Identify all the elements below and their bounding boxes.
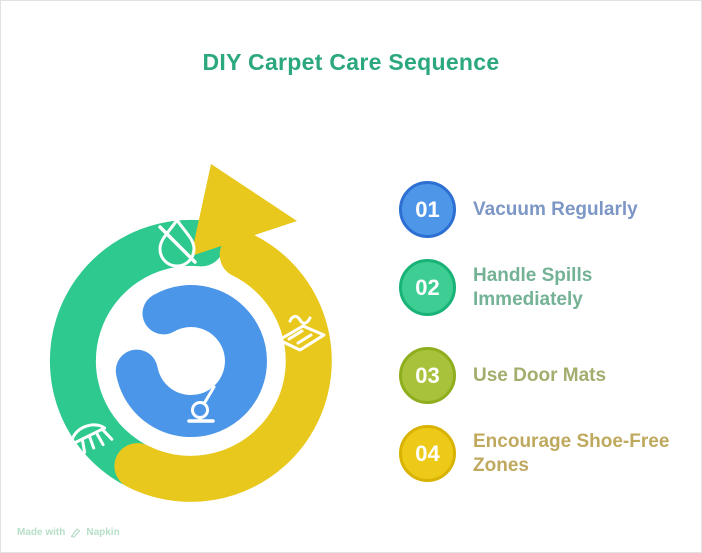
cycle-arrowhead-icon — [191, 164, 297, 256]
step-number: 02 — [415, 274, 440, 300]
door-mat-icon — [277, 314, 326, 352]
step-number-badge: 04 — [399, 425, 456, 482]
step-number-badge: 03 — [399, 347, 456, 404]
step-label: Use Door Mats — [473, 364, 607, 386]
step-item-handle-spills: 02 Handle Spills Immediately — [399, 259, 685, 316]
step-number-badge: 02 — [399, 259, 456, 316]
brush-icon — [70, 423, 114, 458]
watermark-prefix: Made with — [17, 527, 66, 538]
step-number: 03 — [415, 362, 440, 388]
cycle-segment-blue — [115, 285, 267, 438]
step-number: 01 — [415, 196, 440, 222]
step-label: Vacuum Regularly — [473, 198, 638, 220]
step-label: Encourage Shoe-Free Zones — [473, 431, 670, 476]
step-item-use-door-mats: 03 Use Door Mats — [399, 347, 606, 404]
step-number: 04 — [415, 440, 440, 466]
step-item-shoe-free-zones: 04 Encourage Shoe-Free Zones — [399, 425, 685, 482]
cycle-segment-yellow — [114, 231, 332, 502]
watermark-napkin-link[interactable]: Made with Napkin — [17, 527, 120, 538]
watermark-brand: Napkin — [86, 527, 120, 538]
step-number-badge: 01 — [399, 181, 456, 238]
napkin-logo-icon — [71, 528, 81, 538]
no-water-drop-icon — [158, 218, 197, 268]
step-label: Handle Spills Immediately — [473, 265, 593, 310]
vacuum-icon — [187, 385, 216, 423]
step-item-vacuum-regularly: 01 Vacuum Regularly — [399, 181, 638, 238]
page-title: DIY Carpet Care Sequence — [202, 49, 500, 75]
